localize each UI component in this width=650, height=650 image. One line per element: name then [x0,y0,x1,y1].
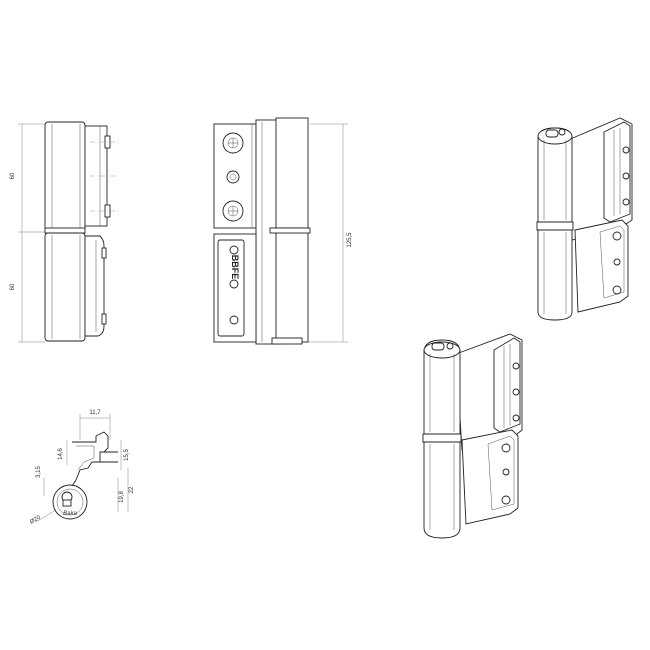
upper-barrel [44,121,86,231]
dim-lower-leaf: 60 [10,283,16,290]
iso2-upper-leaf [493,337,521,433]
screw-hole-icon [222,132,244,154]
iso2-upper-barrel [423,339,461,435]
dim-width-top: 11,7 [89,410,101,416]
screw-hole-icon [229,315,239,325]
dim-depth-a: 19,8 [119,491,125,503]
dim-diameter: Ø20 [29,514,42,525]
barrel-section [52,484,88,520]
front-upper-leaf [213,123,257,229]
adjustment-screw-icon [226,170,240,184]
front-view: 125,5 BBFE [213,117,353,345]
cap-brand: Baka [63,511,77,517]
dim-upper-leaf: 60 [10,172,16,179]
screw-hole-icon [222,200,244,222]
screw-hole-icon [229,245,239,255]
lower-leaf [84,235,105,337]
frame-profile [71,431,109,487]
section-view: 11,7 14,6 15,5 3,15 19,8 22 Ø20 Baka [29,410,135,526]
dim-total-height: 125,5 [347,232,353,248]
dim-depth-b: 22 [129,486,135,493]
iso1-lower-leaf [574,219,629,313]
isometric-view-1 [536,117,633,321]
side-view: 60 60 [10,121,118,343]
dim-offset-left: 14,6 [58,448,64,460]
iso1-upper-leaf [603,121,631,223]
dim-offset-small: 3,15 [36,466,42,478]
brand-marking: BBFE [230,255,240,280]
iso2-lower-barrel [423,441,461,539]
front-barrel-upper [275,117,309,229]
lower-barrel [44,232,86,342]
dim-offset-right: 15,5 [124,449,130,461]
isometric-view-2 [422,333,523,539]
iso1-lower-barrel [537,229,573,321]
screw-hole-icon [229,279,239,289]
front-barrel-lower [275,231,309,343]
